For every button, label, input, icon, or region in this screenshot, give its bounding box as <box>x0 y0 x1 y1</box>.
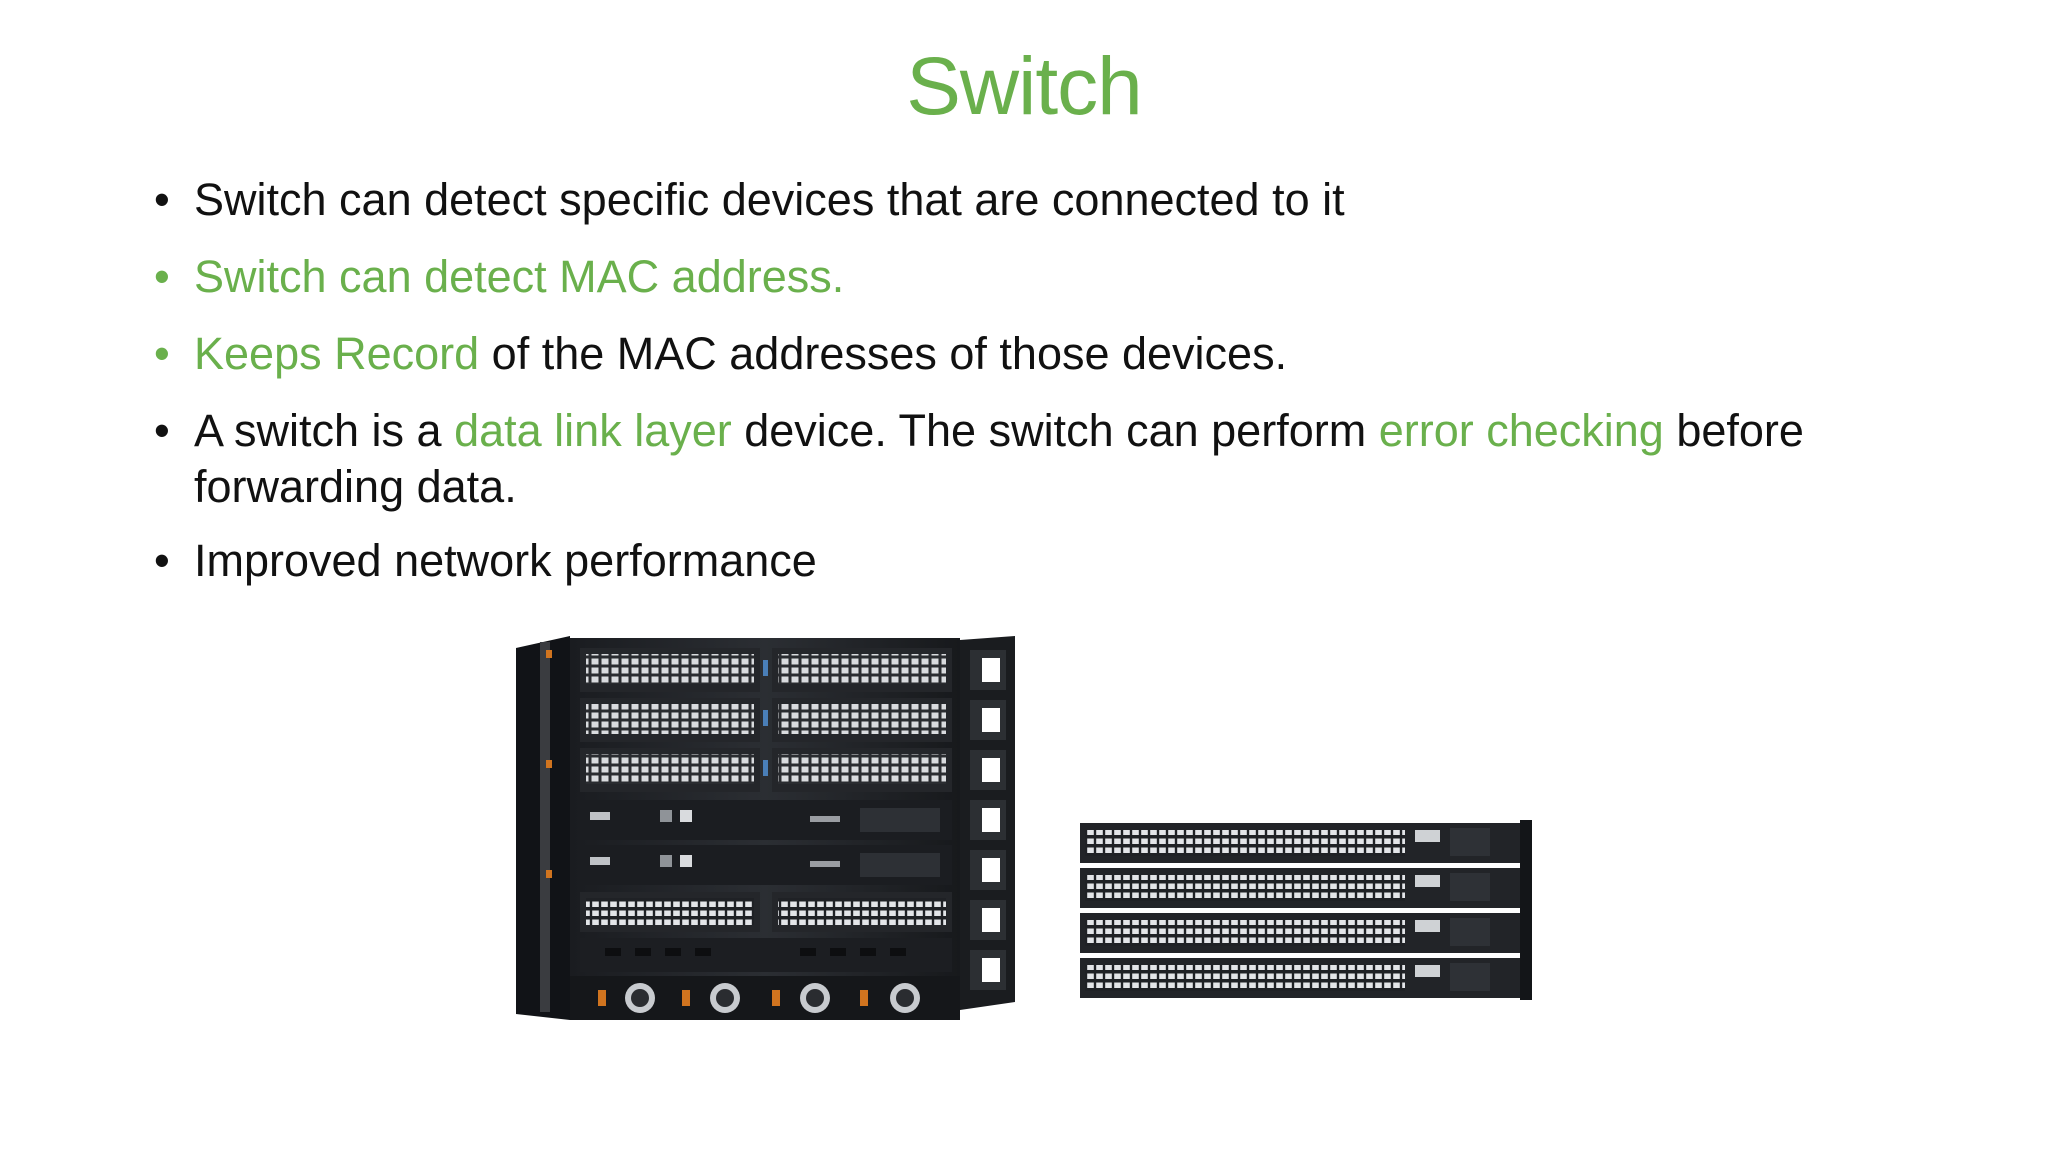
bullet-dot: • <box>154 535 170 586</box>
bullet-text: Switch can detect specific devices that … <box>194 174 1345 225</box>
stacked-switches <box>1080 820 1532 1000</box>
bullet-text: of the MAC addresses of those devices. <box>479 328 1288 379</box>
bullet-text: before forwarding data. <box>194 405 1804 512</box>
bullet-text: A switch is a <box>194 405 455 456</box>
bullet-item: • Switch can detect specific devices tha… <box>154 172 1894 228</box>
bullet-dot: • <box>154 328 170 379</box>
bullet-highlight: error checking <box>1378 405 1664 456</box>
bullet-list: • Switch can detect specific devices tha… <box>154 172 1894 610</box>
bullet-dot: • <box>154 174 170 225</box>
bullet-item: • A switch is a data link layer device. … <box>154 403 1894 515</box>
bullet-dot: • <box>154 251 170 302</box>
bullet-dot: • <box>154 405 170 456</box>
network-switch-image <box>516 636 1532 1020</box>
bullet-highlight: data link layer <box>454 405 732 456</box>
bullet-text: device. The switch can perform <box>731 405 1379 456</box>
bullet-text: Switch can detect MAC address. <box>194 251 845 302</box>
bullet-item: • Switch can detect MAC address. <box>154 249 1894 305</box>
bullet-item: • Keeps Record of the MAC addresses of t… <box>154 326 1894 382</box>
bullet-highlight: Keeps Record <box>194 328 480 379</box>
bullet-text: Improved network performance <box>194 535 817 586</box>
bullet-item: • Improved network performance <box>154 533 1894 589</box>
chassis-switch <box>516 636 1015 1020</box>
slide-title: Switch <box>906 41 1143 132</box>
